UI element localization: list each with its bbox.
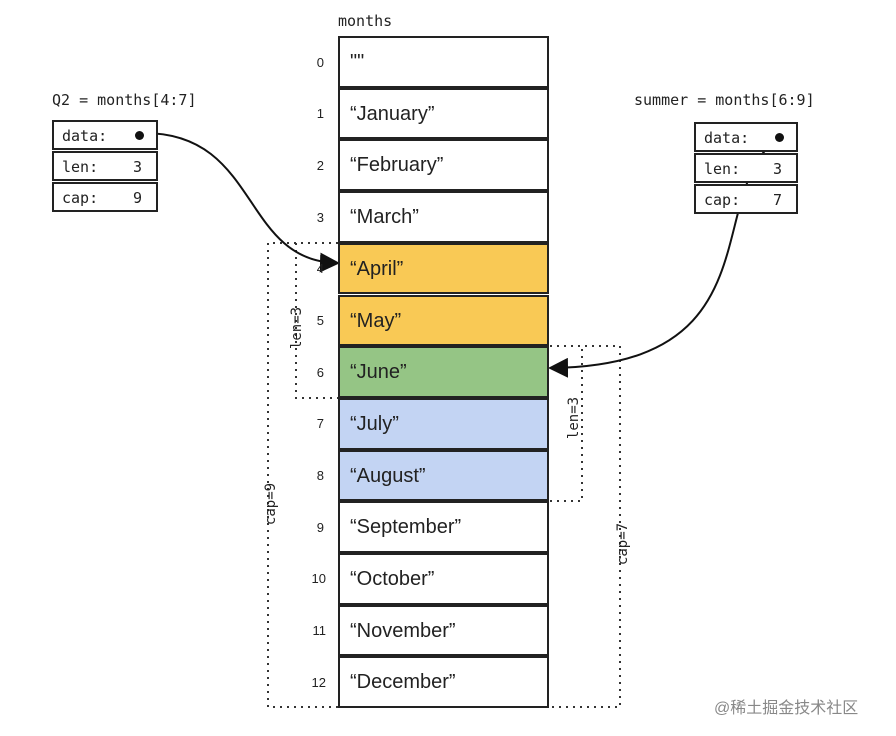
index-label: 0 — [316, 55, 324, 70]
cell-text: “December” — [350, 671, 456, 694]
index-label: 1 — [316, 106, 324, 121]
q2-data-label: data: — [62, 127, 108, 145]
summer-cap-label: cap: — [704, 191, 741, 209]
summer-data-label: data: — [704, 129, 750, 147]
array-cell-7: “July” — [338, 397, 549, 450]
summer-len-label-vertical: len=3 — [566, 396, 583, 440]
cell-text: "" — [350, 51, 365, 73]
index-label: 5 — [316, 313, 324, 328]
q2-cap-bracket — [267, 242, 338, 708]
summer-data-row: data: — [694, 122, 798, 152]
index-label: 11 — [312, 623, 327, 638]
index-label: 12 — [311, 675, 326, 690]
q2-len-value: 3 — [132, 158, 142, 176]
array-cell-10: “October” — [338, 553, 549, 605]
array-cell-8: “August” — [338, 449, 549, 502]
index-label: 6 — [316, 365, 324, 380]
q2-slice-header: data: len: 3 cap: 9 — [52, 120, 158, 212]
q2-cap-label-vertical: cap=9 — [263, 482, 280, 526]
summer-cap-bracket — [550, 345, 621, 708]
q2-len-label-vertical: len=3 — [289, 306, 306, 350]
summer-cap-value: 7 — [772, 191, 782, 209]
index-label: 7 — [316, 416, 324, 431]
q2-cap-value: 9 — [132, 189, 142, 207]
index-label: 8 — [316, 468, 324, 483]
summer-len-label: len: — [704, 160, 741, 178]
cell-text: “January” — [350, 102, 435, 125]
array-cell-3: “March” — [338, 191, 549, 243]
cell-text: “April” — [350, 257, 404, 280]
array-cell-0: "" — [338, 36, 549, 88]
watermark: @稀土掘金技术社区 — [714, 700, 859, 717]
cell-text: “May” — [350, 309, 402, 332]
cell-text: “October” — [350, 568, 435, 590]
q2-cap-row: cap: 9 — [52, 182, 158, 212]
cell-text: “June” — [350, 361, 407, 384]
summer-cap-row: cap: 7 — [694, 184, 798, 214]
q2-data-row: data: — [52, 120, 158, 150]
index-label: 3 — [316, 210, 324, 225]
pointer-dot-icon — [775, 133, 784, 142]
cell-text: “July” — [350, 412, 399, 435]
array-cell-12: “December” — [338, 656, 549, 709]
q2-title: Q2 = months[4:7] — [52, 91, 197, 109]
summer-len-row: len: 3 — [694, 153, 798, 183]
array-cell-1: “January” — [338, 87, 549, 140]
array-cell-5: “May” — [338, 294, 549, 347]
q2-cap-label: cap: — [62, 189, 99, 207]
cell-text: “February” — [350, 154, 444, 177]
summer-cap-label-vertical: cap=7 — [615, 522, 632, 566]
q2-len-label: len: — [62, 158, 99, 176]
array-cell-4: “April” — [338, 242, 549, 295]
index-label: 2 — [316, 158, 324, 173]
summer-title: summer = months[6:9] — [634, 91, 815, 109]
cell-text: “September” — [350, 516, 462, 539]
array-cell-9: “September” — [338, 501, 549, 553]
index-label: 9 — [316, 520, 324, 535]
array-cell-2: “February” — [338, 139, 549, 192]
summer-slice-header: data: len: 3 cap: 7 — [694, 122, 798, 214]
index-label: 10 — [311, 571, 326, 586]
array-cell-11: “November” — [338, 604, 549, 657]
pointer-dot-icon — [135, 131, 144, 140]
cell-text: “November” — [350, 619, 456, 642]
array-cell-6: “June” — [338, 346, 549, 398]
array-title: months — [338, 12, 393, 30]
cell-text: “August” — [350, 464, 426, 487]
summer-len-value: 3 — [772, 160, 782, 178]
q2-data-pointer-arrow — [139, 131, 340, 273]
cell-text: “March” — [350, 206, 419, 229]
index-label: 4 — [316, 261, 324, 276]
q2-len-row: len: 3 — [52, 151, 158, 181]
